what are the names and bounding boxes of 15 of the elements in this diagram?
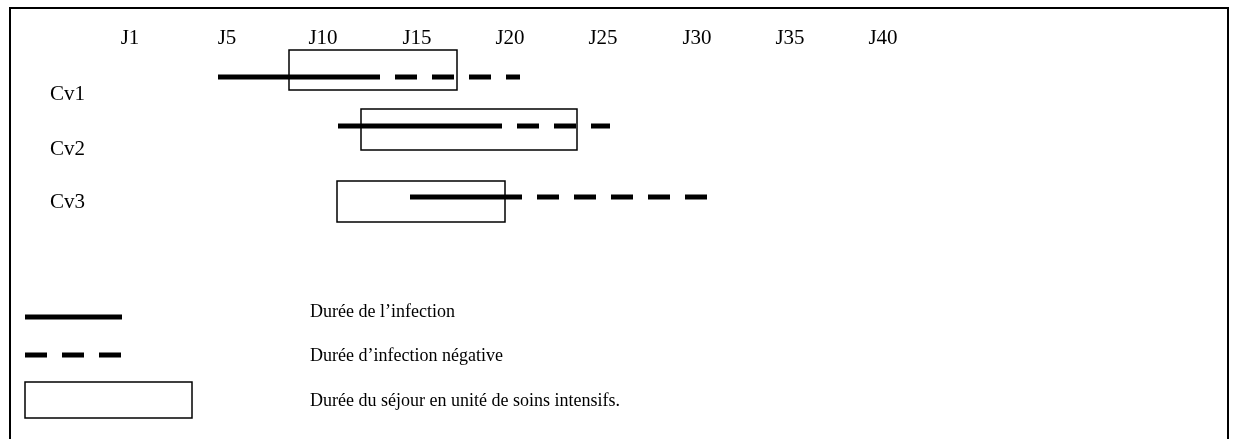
day-label: J10 (308, 26, 338, 48)
day-label: J25 (588, 26, 618, 48)
case-label: Cv2 (50, 137, 85, 159)
day-label: J1 (120, 26, 140, 48)
day-label: J40 (868, 26, 898, 48)
case-label: Cv3 (50, 190, 85, 212)
day-label: J35 (775, 26, 805, 48)
legend-label: Durée du séjour en unité de soins intensifs. (310, 391, 620, 409)
case-label: Cv1 (50, 82, 85, 104)
day-label: J15 (402, 26, 432, 48)
day-label: J5 (217, 26, 237, 48)
day-label: J20 (495, 26, 525, 48)
day-label: J30 (682, 26, 712, 48)
legend-label: Durée de l’infection (310, 302, 455, 320)
legend-label: Durée d’infection négative (310, 346, 503, 364)
